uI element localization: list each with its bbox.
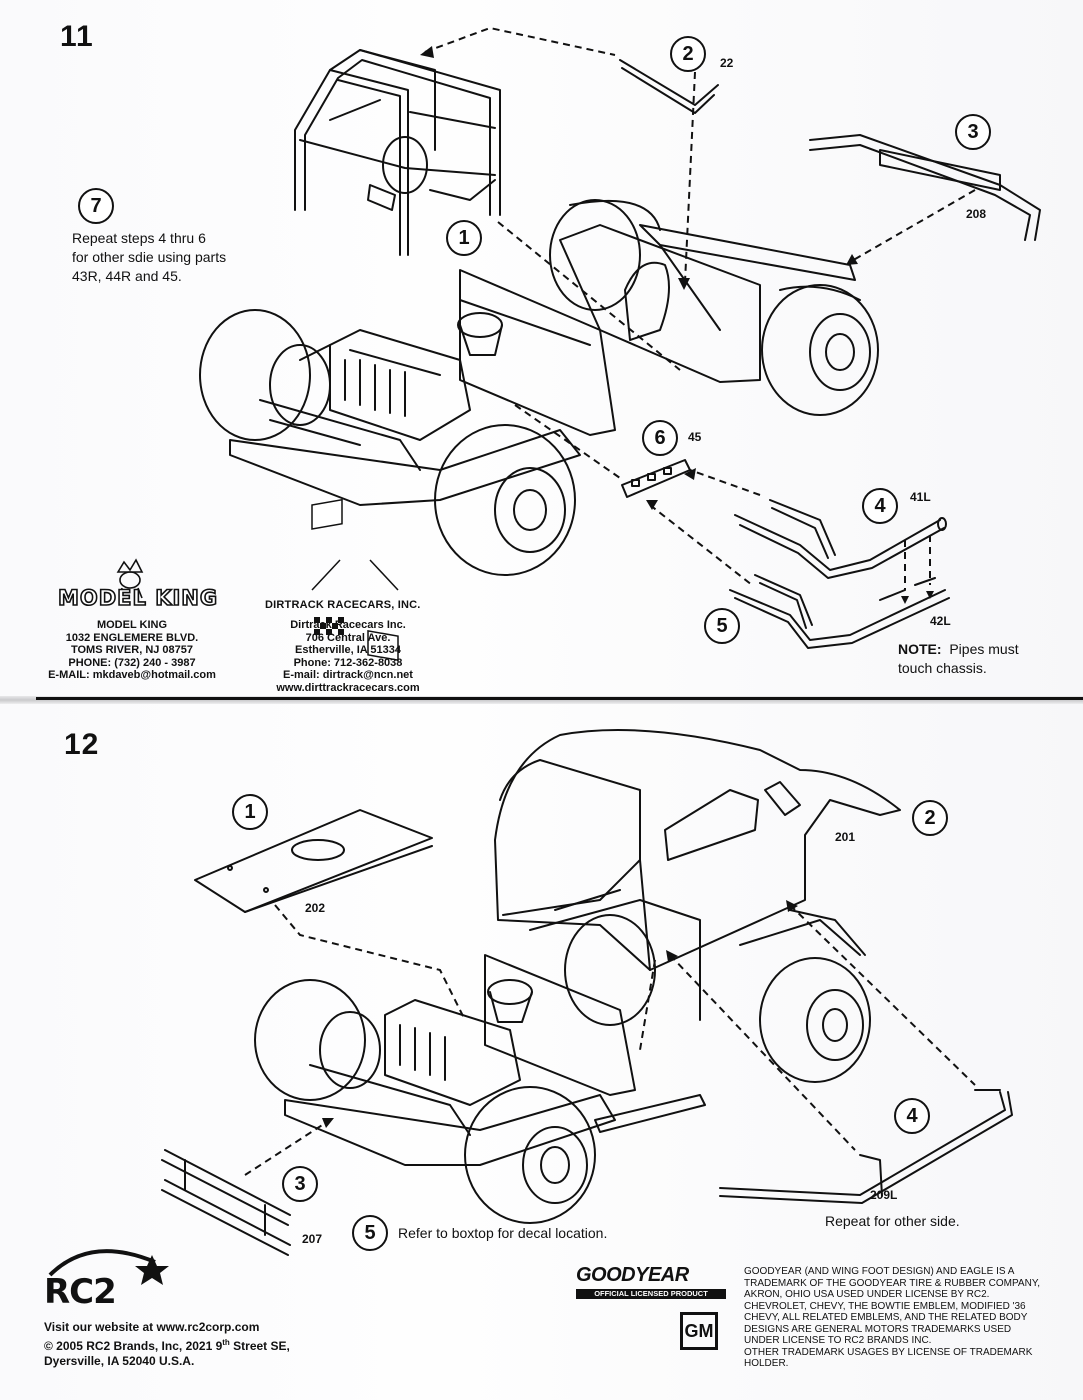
chassis-step12	[254, 889, 871, 1224]
legal-line: UNDER LICENSE TO RC2 BRANDS INC.	[744, 1335, 932, 1346]
dirtrack-logo-text: DIRTRACK RACECARS, INC.	[265, 599, 421, 611]
rear-bumper-208-part	[809, 134, 1041, 241]
legal-line: TRADEMARK OF THE GOODYEAR TIRE & RUBBER …	[744, 1277, 1040, 1289]
step11-callout-7: 7	[78, 188, 114, 224]
email-line: E-MAIL: mkdaveb@hotmail.com	[48, 669, 216, 681]
website-line: Visit our website at www.rc2corp.com	[44, 1320, 260, 1334]
step12-callout-3: 3	[282, 1166, 318, 1202]
exhaust-pipe-42L-part	[729, 574, 950, 649]
rc2-logo: RC2	[44, 1272, 117, 1312]
step-number-11: 11	[60, 20, 94, 53]
body-201-part	[494, 729, 901, 971]
leader-arrowheads	[322, 46, 934, 1128]
pipes-note: NOTE: Pipes must touch chassis.	[898, 640, 1019, 678]
leader-lines	[244, 26, 976, 1176]
address-line: PHONE: (732) 240 - 3987	[68, 656, 196, 669]
part-number-45: 45	[688, 430, 702, 444]
note-line: touch chassis.	[898, 660, 987, 676]
hood-panel-202-part	[194, 809, 433, 913]
part-number-41L: 41L	[910, 490, 931, 504]
rc2-contact: Visit our website at www.rc2corp.com © 2…	[44, 1320, 290, 1369]
exhaust-pipe-41L-part	[734, 499, 947, 579]
step11-callout-4: 4	[862, 488, 898, 524]
step11-repeat-instruction: Repeat steps 4 thru 6 for other sdie usi…	[72, 229, 226, 286]
checkered-flags-logo	[311, 498, 399, 662]
instruction-line: 43R, 44R and 45.	[72, 268, 182, 284]
address-line: 706 Central Ave.	[305, 631, 391, 644]
legal-line: CHEVY, ALL RELATED EMBLEMS, AND THE RELA…	[744, 1312, 1028, 1323]
instruction-line: Repeat steps 4 thru 6	[72, 230, 206, 246]
step-divider	[36, 697, 1083, 700]
step12-callout-4: 4	[894, 1098, 930, 1134]
email-line: E-mail: dirtrack@ncn.net	[283, 669, 413, 681]
instruction-line: for other sdie using parts	[72, 249, 227, 265]
chassis-step11	[199, 199, 879, 576]
step12-callout-1: 1	[232, 794, 268, 830]
goodyear-logo: GOODYEAR	[576, 1264, 689, 1286]
trademark-legal-text: GOODYEAR (AND WING FOOT DESIGN) AND EAGL…	[744, 1266, 1079, 1370]
step12-callout-2: 2	[912, 800, 948, 836]
copyright-line: © 2005 RC2 Brands, Inc, 2021 9th Street …	[44, 1338, 290, 1353]
repeat-other-side: Repeat for other side.	[825, 1213, 960, 1229]
address-line: Estherville, IA 51334	[295, 644, 401, 656]
part-number-201: 201	[835, 830, 856, 844]
step12-callout-5: 5	[352, 1215, 388, 1251]
legal-line: DESIGNS ARE GENERAL MOTORS TRADEMARKS US…	[744, 1323, 1012, 1335]
part-number-209L: 209L	[870, 1188, 898, 1202]
part-number-202: 202	[305, 901, 326, 915]
roll-cage-part	[294, 49, 501, 256]
address-line: Dirtrack Racecars Inc.	[290, 619, 406, 631]
legal-line: AKRON, OHIO USA USED UNDER LICENSE BY RC…	[744, 1289, 990, 1300]
nerf-bar-209L-part	[719, 909, 1013, 1204]
part-number-42L: 42L	[930, 614, 951, 628]
step11-callout-2: 2	[670, 36, 706, 72]
legal-line: CHEVROLET, CHEVY, THE BOWTIE EMBLEM, MOD…	[744, 1300, 1026, 1312]
step11-callout-5: 5	[704, 608, 740, 644]
dirtrack-address: Dirtrack Racecars Inc. 706 Central Ave. …	[248, 619, 448, 694]
model-king-mascot	[116, 558, 144, 599]
part-number-208: 208	[966, 207, 987, 221]
city-line: Dyersville, IA 52040 U.S.A.	[44, 1354, 195, 1368]
step11-callout-1: 1	[446, 220, 482, 256]
step11-callout-6: 6	[642, 420, 678, 456]
gm-logo: GM	[680, 1312, 718, 1350]
address-line: TOMS RIVER, NJ 08757	[70, 644, 194, 656]
rc2-swoosh	[48, 1249, 169, 1285]
address-line: Phone: 712-362-8038	[293, 656, 403, 669]
legal-line: GOODYEAR (AND WING FOOT DESIGN) AND EAGL…	[744, 1266, 1015, 1277]
pipe-22-part	[619, 59, 719, 114]
part-45-piece	[621, 459, 691, 498]
address-line: MODEL KING	[96, 619, 168, 631]
part-number-22: 22	[720, 56, 734, 70]
model-king-address: MODEL KING 1032 ENGLEMERE BLVD. TOMS RIV…	[32, 619, 232, 682]
part-number-207: 207	[302, 1232, 323, 1246]
decal-instruction: Refer to boxtop for decal location.	[398, 1225, 608, 1241]
note-label: NOTE:	[898, 641, 942, 657]
address-line: 1032 ENGLEMERE BLVD.	[65, 631, 199, 644]
website-line: www.dirttrackracecars.com	[276, 681, 420, 694]
step-number-12: 12	[64, 728, 100, 761]
legal-line: OTHER TRADEMARK USAGES BY LICENSE OF TRA…	[744, 1346, 1033, 1370]
step11-callout-3: 3	[955, 114, 991, 150]
model-king-logo: MODEL KING	[57, 585, 219, 611]
front-bumper-207-part	[161, 1149, 291, 1256]
note-line: Pipes must	[949, 641, 1019, 657]
goodyear-license-bar: OFFICIAL LICENSED PRODUCT	[576, 1289, 726, 1299]
page-fold	[0, 696, 1083, 704]
